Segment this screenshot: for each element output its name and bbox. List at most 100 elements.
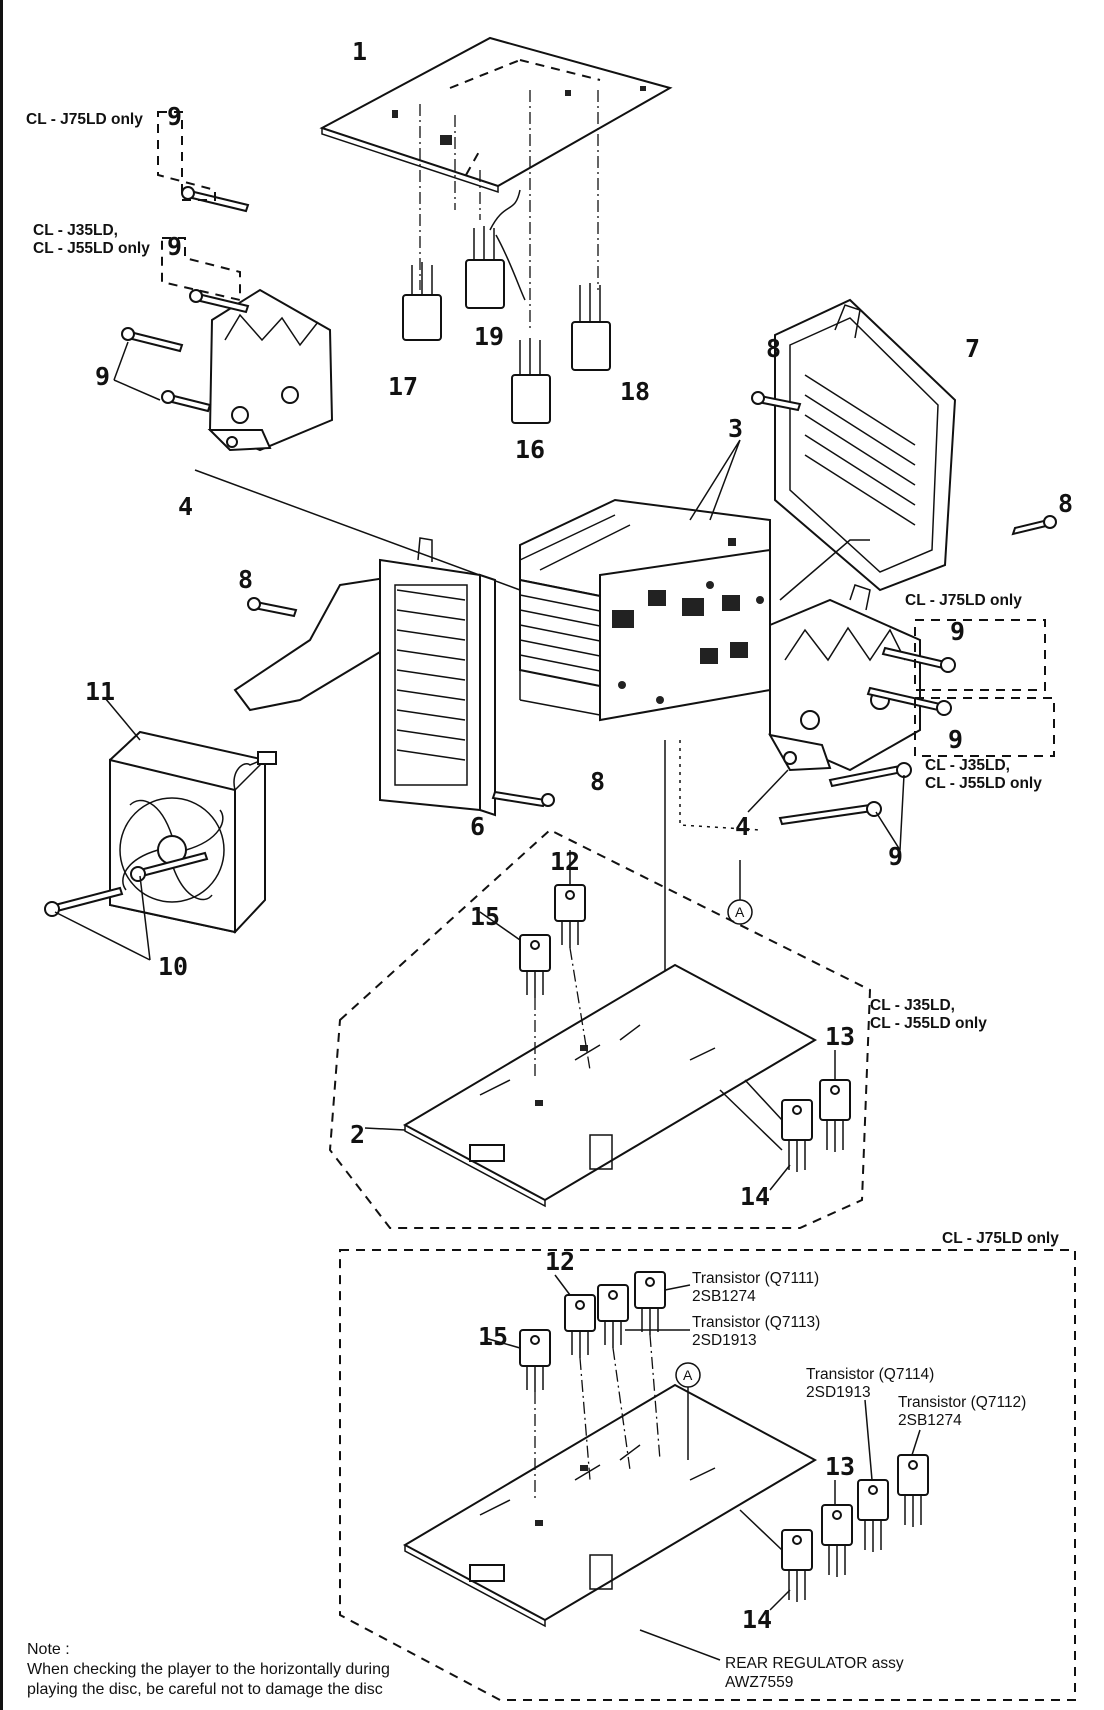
transistor-q7114 bbox=[857, 1479, 889, 1552]
svg-text:19: 19 bbox=[474, 322, 504, 351]
part-9-screws-right bbox=[778, 646, 956, 826]
leaders-13-14-upper bbox=[719, 1050, 836, 1191]
svg-text:6: 6 bbox=[470, 812, 485, 841]
part-19-transistor bbox=[465, 189, 526, 309]
transistor-q7113 bbox=[597, 1284, 629, 1348]
svg-text:12: 12 bbox=[550, 847, 580, 876]
svg-text:8: 8 bbox=[590, 767, 605, 796]
part-14-transistor-lower bbox=[781, 1529, 813, 1602]
leader-9-right bbox=[875, 774, 905, 851]
transistor-q7111 bbox=[634, 1271, 666, 1335]
part-8-screw-right bbox=[1011, 515, 1057, 536]
assembly-label: REAR REGULATOR assy AWZ7559 bbox=[725, 1655, 904, 1691]
svg-text:Transistor (Q7111): Transistor (Q7111) bbox=[692, 1270, 819, 1287]
svg-text:2: 2 bbox=[350, 1120, 365, 1149]
svg-text:3: 3 bbox=[728, 414, 743, 443]
part-13-transistor-lower bbox=[821, 1504, 853, 1577]
svg-text:CL - J55LD only: CL - J55LD only bbox=[870, 1015, 987, 1032]
svg-text:13: 13 bbox=[825, 1022, 855, 1051]
leaders-12-15-upper bbox=[479, 850, 571, 941]
svg-text:A: A bbox=[735, 904, 745, 920]
svg-text:2SB1274: 2SB1274 bbox=[898, 1412, 962, 1429]
part-4-bracket-left bbox=[207, 288, 334, 452]
svg-text:13: 13 bbox=[825, 1452, 855, 1481]
part-1-board bbox=[319, 36, 673, 194]
svg-text:CL - J55LD only: CL - J55LD only bbox=[33, 240, 150, 257]
part-18-transistor bbox=[571, 283, 611, 371]
leaders-lower-right bbox=[739, 1399, 921, 1611]
leader-assembly bbox=[639, 1629, 721, 1661]
part-14-transistor-upper bbox=[781, 1099, 813, 1172]
part-9-screws-left bbox=[121, 186, 250, 413]
part-8-screw-left-bottom bbox=[491, 790, 555, 808]
leader-4-to-heatsink bbox=[194, 469, 521, 591]
variant-box-j75-top bbox=[157, 111, 216, 201]
part-12-transistor-upper bbox=[554, 884, 586, 948]
note-line-1: When checking the player to the horizont… bbox=[27, 1661, 390, 1678]
reference-mark-labels: A A bbox=[683, 904, 745, 1383]
page-frame-line bbox=[0, 0, 3, 1710]
svg-text:15: 15 bbox=[478, 1322, 508, 1351]
part-8-screw-top-right bbox=[751, 391, 802, 412]
part-2-rear-board bbox=[402, 963, 818, 1208]
svg-text:11: 11 bbox=[85, 677, 115, 706]
part-10-fan-screws bbox=[44, 851, 209, 917]
svg-text:4: 4 bbox=[735, 812, 750, 841]
svg-text:REAR REGULATOR assy: REAR REGULATOR assy bbox=[725, 1655, 904, 1672]
part-number-labels: 1 2 3 4 4 6 7 8 8 8 8 9 9 9 9 9 9 10 11 … bbox=[85, 37, 1073, 1634]
leader-2 bbox=[364, 1127, 406, 1131]
variant-labels: CL - J75LD only CL - J35LD, CL - J55LD o… bbox=[26, 111, 1059, 1247]
svg-text:4: 4 bbox=[178, 492, 193, 521]
leader-9-left bbox=[113, 341, 161, 401]
part-6-fan-bracket bbox=[233, 537, 496, 817]
svg-text:14: 14 bbox=[740, 1182, 770, 1211]
svg-text:9: 9 bbox=[95, 362, 110, 391]
leader-4-right bbox=[747, 769, 789, 813]
svg-text:12: 12 bbox=[545, 1247, 575, 1276]
svg-text:7: 7 bbox=[965, 334, 980, 363]
part-15-transistor-lower bbox=[519, 1329, 551, 1392]
svg-text:Transistor (Q7113): Transistor (Q7113) bbox=[692, 1314, 820, 1331]
variant-box-board-j75 bbox=[339, 1249, 1076, 1701]
leader-10 bbox=[54, 875, 151, 961]
part-16-transistor bbox=[511, 338, 551, 424]
mount-line-ref-a bbox=[679, 740, 761, 831]
svg-text:8: 8 bbox=[1058, 489, 1073, 518]
svg-text:16: 16 bbox=[515, 435, 545, 464]
guide-lines-12-15 bbox=[534, 947, 591, 1080]
note-block: Note : When checking the player to the h… bbox=[27, 1640, 747, 1700]
svg-text:Transistor (Q7114): Transistor (Q7114) bbox=[806, 1366, 934, 1383]
part-2-rear-board-j75 bbox=[402, 1383, 818, 1628]
leaders-lower-left bbox=[484, 1274, 691, 1349]
transistor-labels: Transistor (Q7111) 2SB1274 Transistor (Q… bbox=[692, 1270, 1026, 1429]
guide-lines-board-1 bbox=[419, 90, 599, 330]
svg-text:2SD1913: 2SD1913 bbox=[806, 1384, 871, 1401]
svg-text:18: 18 bbox=[620, 377, 650, 406]
svg-text:CL - J75LD only: CL - J75LD only bbox=[26, 111, 143, 128]
svg-text:9: 9 bbox=[167, 232, 182, 261]
note-line-2: playing the disc, be careful not to dama… bbox=[27, 1681, 383, 1698]
svg-text:17: 17 bbox=[388, 372, 418, 401]
part-3-heatsink bbox=[519, 498, 771, 722]
svg-text:CL - J75LD only: CL - J75LD only bbox=[905, 592, 1022, 609]
svg-text:8: 8 bbox=[238, 565, 253, 594]
guide-lines-lower bbox=[534, 1334, 661, 1500]
part-17-transistor bbox=[402, 262, 442, 341]
svg-text:CL - J35LD,: CL - J35LD, bbox=[925, 757, 1010, 774]
part-13-transistor-upper bbox=[819, 1079, 851, 1152]
svg-text:CL - J55LD only: CL - J55LD only bbox=[925, 775, 1042, 792]
svg-text:9: 9 bbox=[950, 617, 965, 646]
leader-heatsink-to-7 bbox=[779, 539, 870, 601]
svg-text:CL - J75LD only: CL - J75LD only bbox=[942, 1230, 1059, 1247]
variant-box-j35-right bbox=[914, 697, 1055, 757]
part-12-transistor-lower bbox=[564, 1294, 596, 1358]
part-8-screw-left-top bbox=[247, 597, 298, 618]
svg-text:A: A bbox=[683, 1367, 693, 1383]
svg-text:14: 14 bbox=[742, 1605, 772, 1634]
svg-text:CL - J35LD,: CL - J35LD, bbox=[870, 997, 955, 1014]
svg-text:9: 9 bbox=[888, 842, 903, 871]
svg-text:Transistor (Q7112): Transistor (Q7112) bbox=[898, 1394, 1026, 1411]
leader-11 bbox=[104, 697, 141, 741]
svg-text:8: 8 bbox=[766, 334, 781, 363]
